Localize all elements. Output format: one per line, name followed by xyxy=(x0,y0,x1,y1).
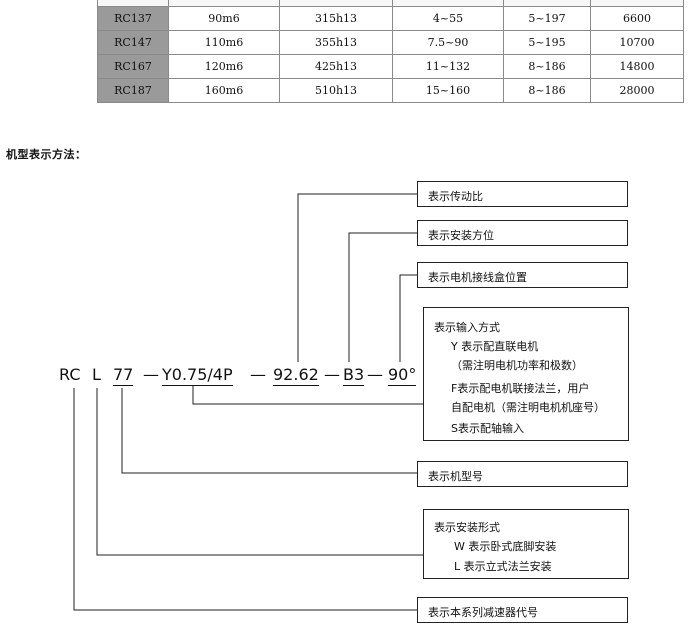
box-title: 表示输入方式 xyxy=(434,321,500,334)
table-cell: 7.5~90 xyxy=(392,30,504,55)
connector-series xyxy=(73,388,417,611)
box-input-method: 表示输入方式 Y 表示配直联电机 （需注明电机功率和极数） F表示配电机联接法兰… xyxy=(423,307,629,441)
table-cell: 90m6 xyxy=(168,6,280,31)
code-motor: Y0.75/4P xyxy=(162,365,233,386)
connector-junction-box xyxy=(399,274,417,362)
code-dash: — xyxy=(143,365,159,384)
box-mount-position: 表示安装方位 xyxy=(417,220,628,246)
table-row: RC167 120m6 425h13 11~132 8~186 14800 xyxy=(97,54,684,79)
box-ratio: 表示传动比 xyxy=(417,181,628,207)
table-cell: 425h13 xyxy=(279,54,393,79)
box-line: S表示配轴输入 xyxy=(451,422,524,435)
table-row: RC187 160m6 510h13 15~160 8~186 28000 xyxy=(97,78,684,103)
code-position: B3 xyxy=(343,365,365,386)
box-line: （需注明电机功率和极数） xyxy=(451,359,583,372)
box-model: 表示机型号 xyxy=(417,461,628,487)
code-size: 77 xyxy=(113,365,134,386)
connector-input xyxy=(192,386,423,405)
box-line: Y 表示配直联电机 xyxy=(451,340,539,353)
section-heading: 机型表示方法： xyxy=(6,148,87,161)
box-title: 表示安装形式 xyxy=(434,521,500,534)
table-row: RC147 110m6 355h13 7.5~90 5~195 10700 xyxy=(97,30,684,55)
code-rc: RC xyxy=(59,365,81,384)
table-cell: 8~186 xyxy=(503,78,591,103)
table-cell: 14800 xyxy=(590,54,684,79)
table-cell: 510h13 xyxy=(279,78,393,103)
box-line: 自配电机（需注明电机机座号） xyxy=(451,401,605,414)
connector-mount-position xyxy=(348,232,417,362)
connector-model xyxy=(121,388,417,474)
code-dash: — xyxy=(324,365,340,384)
code-ratio: 92.62 xyxy=(273,365,319,386)
box-series-code: 表示本系列减速器代号 xyxy=(417,597,628,623)
connector-mounting xyxy=(96,388,423,556)
table-cell: 110m6 xyxy=(168,30,280,55)
box-line: L 表示立式法兰安装 xyxy=(454,560,552,573)
table-cell: 28000 xyxy=(590,78,684,103)
box-junction-box: 表示电机接线盒位置 xyxy=(417,262,628,288)
model-cell: RC187 xyxy=(97,78,169,103)
table-cell: 160m6 xyxy=(168,78,280,103)
code-angle: 90° xyxy=(388,365,417,386)
table-cell: 4~55 xyxy=(392,6,504,31)
table-cell: 6600 xyxy=(590,6,684,31)
table-cell: 315h13 xyxy=(279,6,393,31)
spec-table: RC137 90m6 315h13 4~55 5~197 6600 RC147 … xyxy=(97,0,684,103)
box-mounting-type: 表示安装形式 W 表示卧式底脚安装 L 表示立式法兰安装 xyxy=(423,509,629,579)
code-dash: — xyxy=(250,365,266,384)
box-line: F表示配电机联接法兰，用户 xyxy=(451,382,590,395)
model-cell: RC147 xyxy=(97,30,169,55)
box-line: W 表示卧式底脚安装 xyxy=(454,540,557,553)
connector-ratio xyxy=(297,193,417,362)
table-top-strip xyxy=(97,0,684,7)
code-l: L xyxy=(92,365,101,384)
code-dash: — xyxy=(367,365,383,384)
